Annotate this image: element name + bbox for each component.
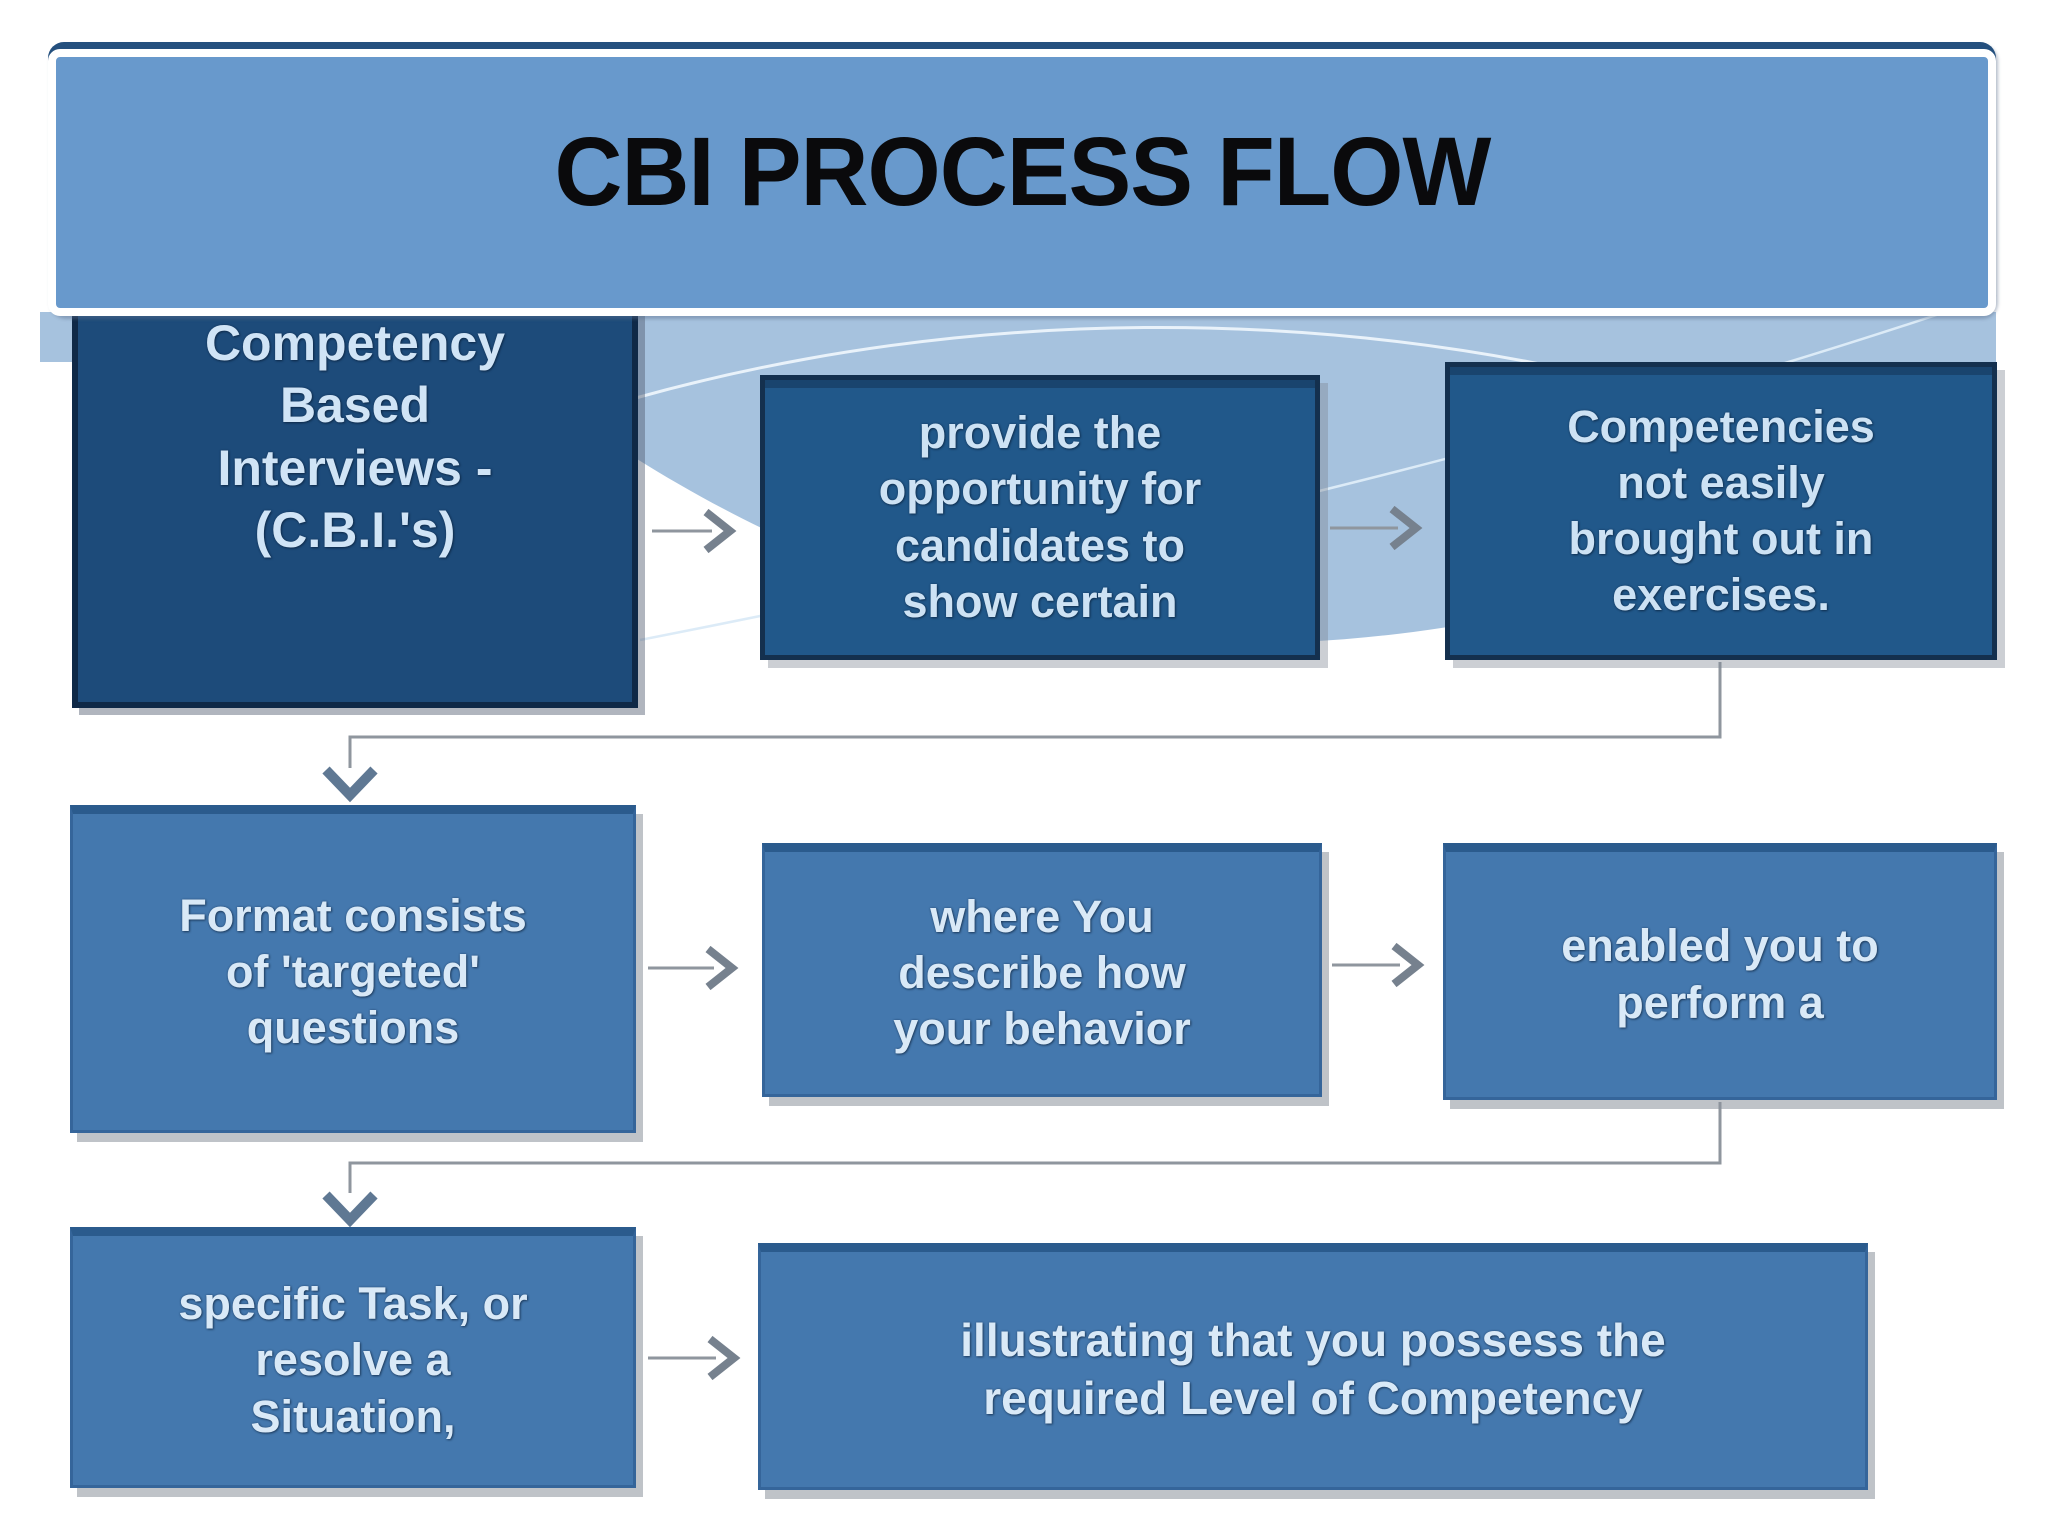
band-left-wedge xyxy=(40,312,78,336)
arrow-right-icon xyxy=(1389,505,1423,551)
arrow-down-icon xyxy=(322,766,378,803)
flow-step-opportunity-box: provide the opportunity for candidates t… xyxy=(760,375,1320,660)
arrow-right-icon xyxy=(1391,942,1425,988)
flow-step-competencies-box: Competencies not easily brought out in e… xyxy=(1445,362,1997,660)
flow-step-label: provide the opportunity for candidates t… xyxy=(878,407,1202,627)
elbow-connector xyxy=(348,662,1722,768)
slide-header-panel: CBI PROCESS FLOW xyxy=(48,49,1996,316)
flow-step-enabled-box: enabled you to perform a xyxy=(1443,843,1997,1100)
slide-header: CBI PROCESS FLOW xyxy=(48,42,1996,316)
flow-step-label: specific Task, or resolve a Situation, xyxy=(178,1278,528,1442)
flow-step-label: illustrating that you possess the requir… xyxy=(960,1314,1666,1424)
flow-step-label: Competencies not easily brought out in e… xyxy=(1567,400,1875,621)
flow-step-label: Format consists of 'targeted' questions xyxy=(179,889,527,1054)
arrow-right-icon xyxy=(703,508,737,554)
flow-step-illustrating-box: illustrating that you possess the requir… xyxy=(758,1243,1868,1490)
flow-step-label: enabled you to perform a xyxy=(1561,920,1879,1028)
arrow-right-icon xyxy=(705,945,739,991)
arrow-down-icon xyxy=(322,1191,378,1228)
elbow-connector xyxy=(348,1102,1722,1193)
flow-step-label: where You describe how your behavior xyxy=(893,890,1191,1055)
page-title: CBI PROCESS FLOW xyxy=(554,116,1491,226)
arrow-right-icon xyxy=(707,1335,741,1381)
flow-step-cbi-box: Competency Based Interviews - (C.B.I.'s) xyxy=(72,285,638,708)
flow-step-format-box: Format consists of 'targeted' questions xyxy=(70,805,636,1133)
flow-step-describe-box: where You describe how your behavior xyxy=(762,843,1322,1097)
flow-step-task-box: specific Task, or resolve a Situation, xyxy=(70,1227,636,1488)
flow-step-label: Competency Based Interviews - (C.B.I.'s) xyxy=(204,314,506,559)
